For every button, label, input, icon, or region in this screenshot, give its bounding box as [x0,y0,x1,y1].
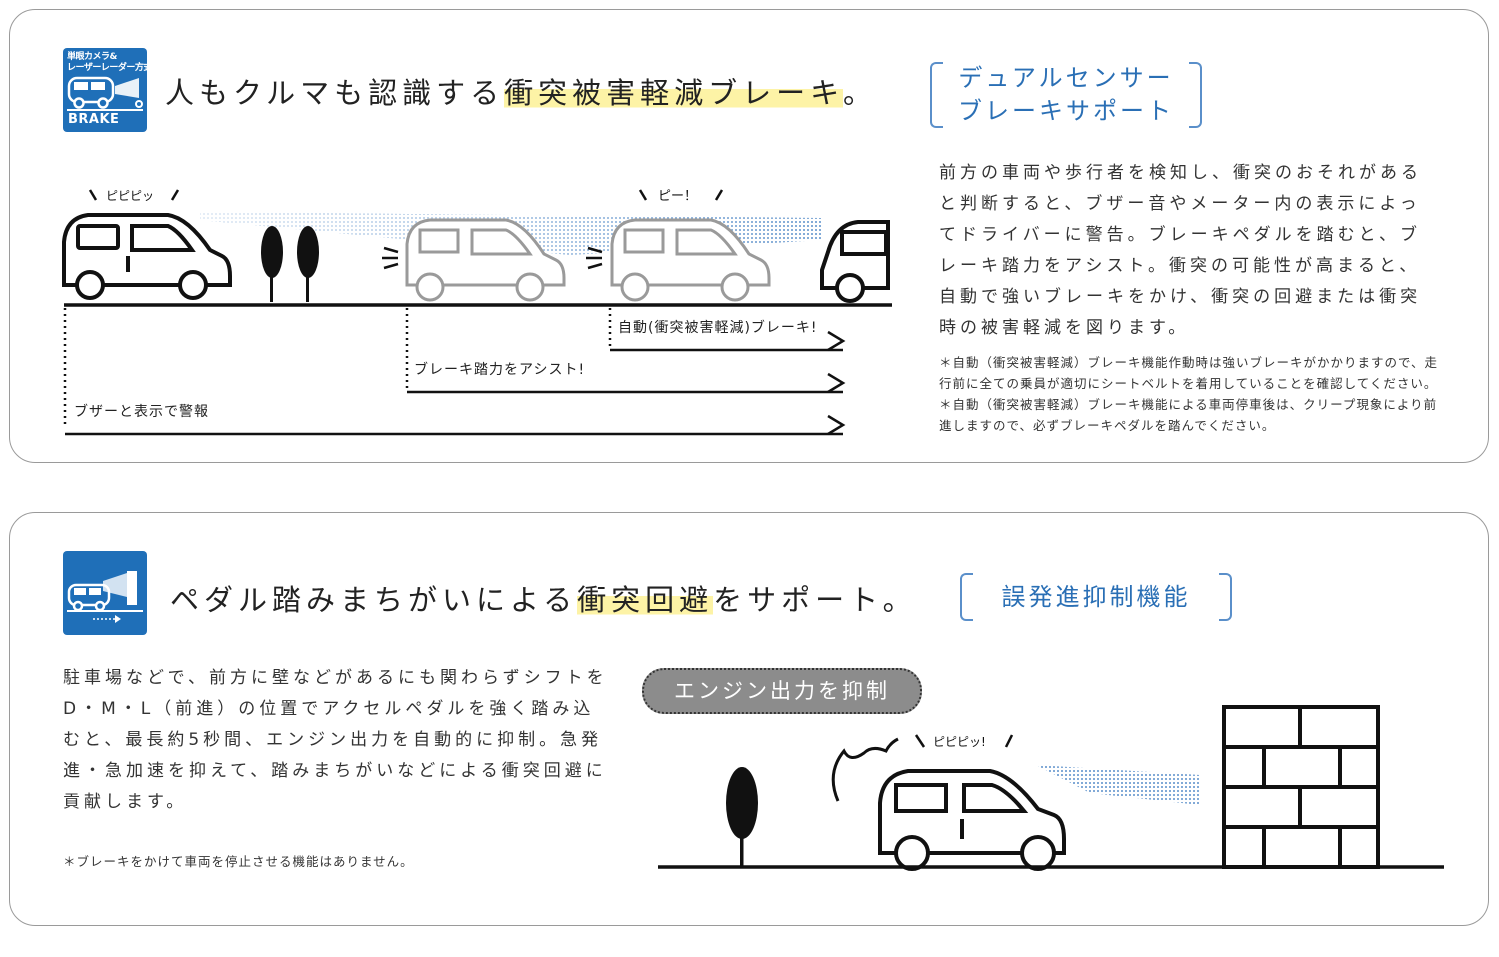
bracket-right [1189,62,1202,128]
section2-headline: ペダル踏みまちがいによる衝突回避をサポート。 [170,577,917,619]
headline-prefix: ペダル踏みまちがいによる [170,583,578,617]
tree [726,767,758,867]
sound-marks-1 [88,189,180,201]
engine-output-suppress-badge: エンジン出力を抑制 [642,668,922,714]
headline-prefix: 人もクルマも認識する [165,76,505,110]
stage-arrows [65,330,846,436]
feature-name-line1: デュアルセンサー [958,64,1174,92]
sound-label-2: ピー！ [658,189,697,204]
headline-suffix: をサポート。 [713,583,917,617]
mis-start-suppression-card: ペダル踏みまちがいによる衝突回避をサポート。 誤発進抑制機能 駐車場などで、前方… [9,512,1489,926]
brick-wall [1222,705,1380,869]
motion-lines-1 [382,246,399,270]
car-wall-graphic [67,571,143,623]
section2-note: ＊ブレーキをかけて車両を停止させる機能はありません。 [63,854,414,869]
ghost-car-1 [405,218,566,302]
car-sensor-icon [67,76,143,111]
bracket-left [930,62,943,128]
stage-label-warning: ブザーと表示で警報 [74,404,209,420]
stage-label-assist: ブレーキ踏力をアシスト! [414,362,586,378]
sensor-beam [1036,765,1200,805]
sound-marks [914,734,1014,748]
bracket-left [960,573,973,621]
feature-name: 誤発進抑制機能 [1001,583,1191,611]
feature-name-dual-sensor: デュアルセンサー ブレーキサポート [930,62,1202,128]
feature-name-line2: ブレーキサポート [958,97,1174,125]
brake-label: BRAKE [68,112,120,127]
sound-marks-2 [638,189,724,201]
camera-laser-brake-icon: 単眼カメラ& レーザーレーダー方式 BRAKE [63,48,152,132]
own-car [62,213,232,300]
sound-label-1: ピピピッ [106,189,154,203]
motion-lines-2 [586,246,603,270]
car-wall-pedal-icon [63,551,147,635]
auto-brake-card: 単眼カメラ& レーザーレーダー方式 BRAKE 人もクルマも認識する衝突被害軽減… [9,9,1489,463]
trees [261,226,319,302]
section1-headline: 人もクルマも認識する衝突被害軽減ブレーキ。 [165,70,877,112]
section1-note: ＊自動（衝突被害軽減）ブレーキ機能作動時は強いブレーキがかかりますので、走行前に… [939,355,1439,433]
mis-start-illustration: ピピピッ! [658,705,1444,871]
ghost-car-2 [610,218,771,302]
surprise-mark [831,737,899,802]
feature-name-mis-start: 誤発進抑制機能 [960,573,1232,621]
icon-caption: 単眼カメラ& レーザーレーダー方式 [67,52,152,73]
stage-markers [63,308,612,428]
front-car [820,220,890,303]
section2-description: 駐車場などで、前方に壁などがあるにも関わらずシフトをD・M・L（前進）の位置でア… [63,668,608,812]
headline-suffix: 。 [842,76,877,110]
bracket-right [1219,573,1232,621]
sound-label: ピピピッ! [933,735,986,749]
headline-highlight: 衝突回避 [577,583,714,617]
section1-description: 前方の車両や歩行者を検知し、衝突のおそれがあると判断すると、ブザー音やメーター内… [939,163,1422,338]
headline-highlight: 衝突被害軽減ブレーキ [504,76,843,110]
car [878,769,1066,871]
auto-brake-illustration: ピピピッ [62,189,892,436]
stage-label-auto-brake: 自動(衝突被害軽減)ブレーキ! [618,320,818,336]
